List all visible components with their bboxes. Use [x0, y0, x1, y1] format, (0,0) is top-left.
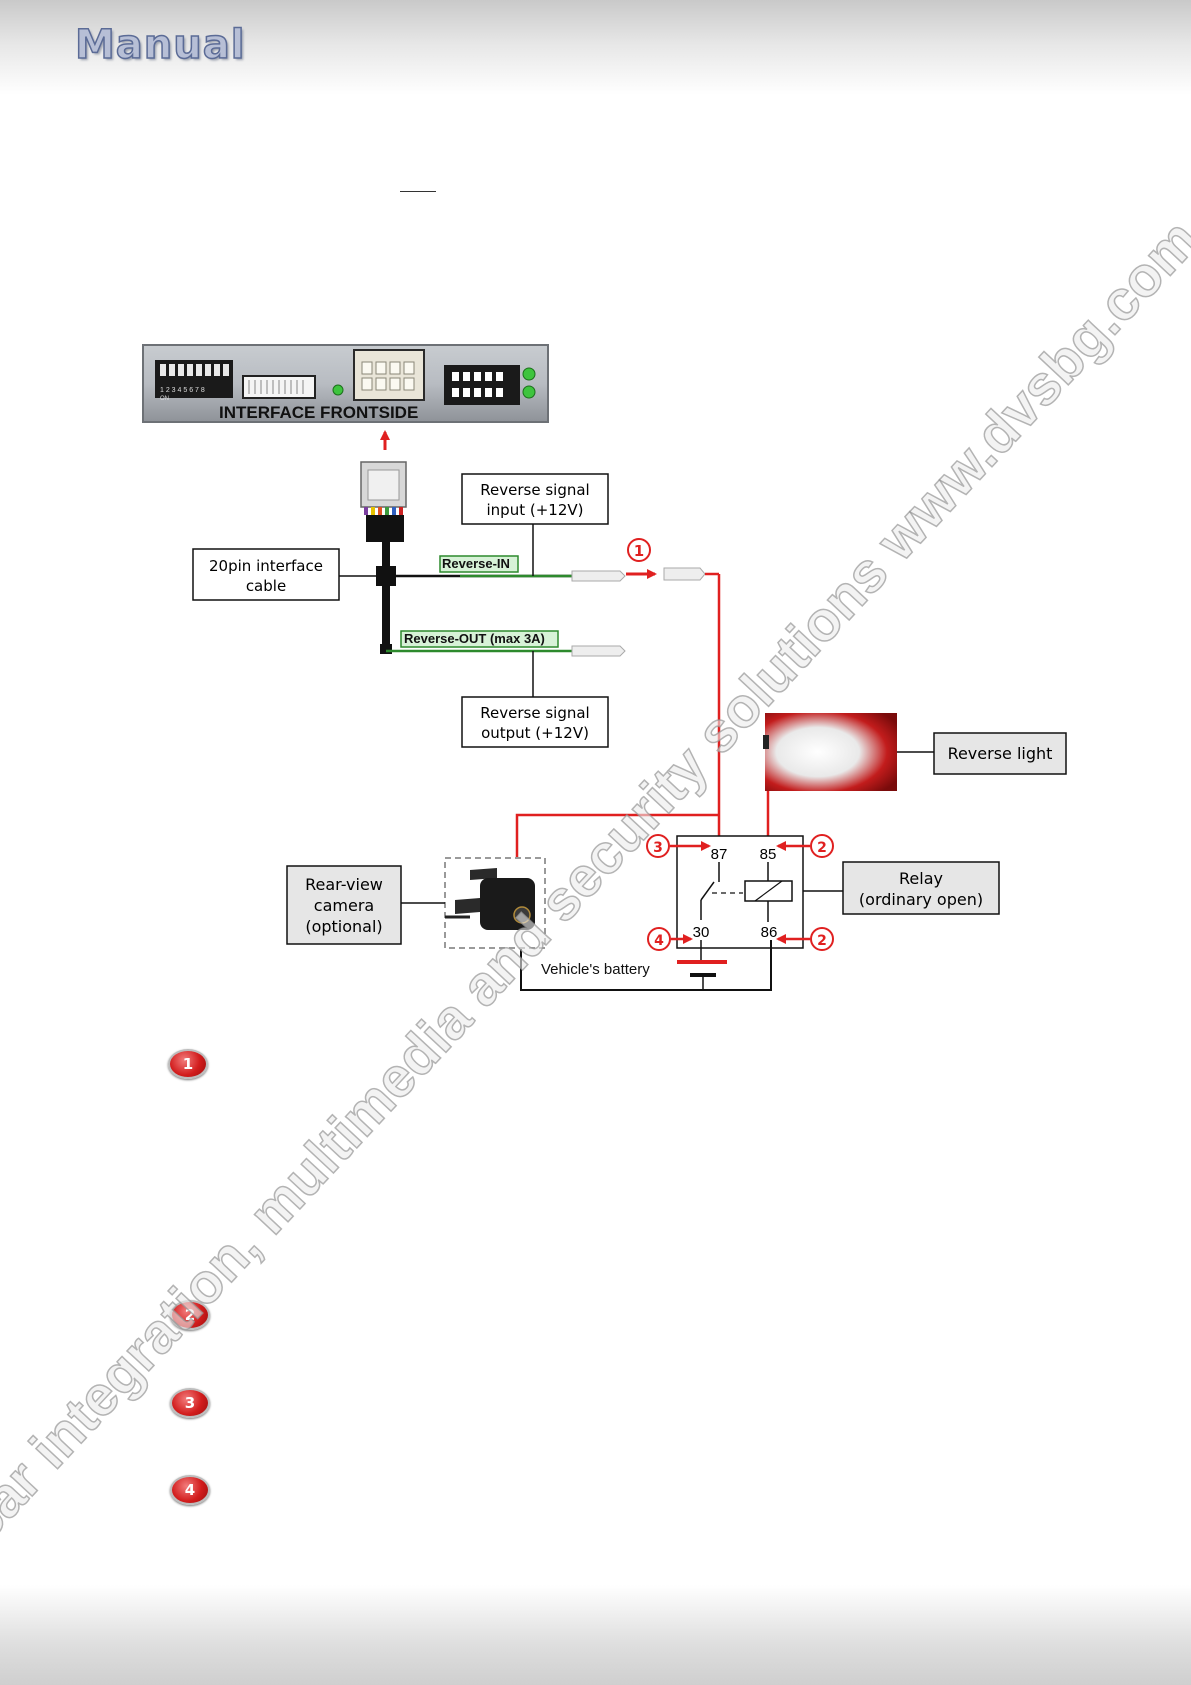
- step-badge-3: 3: [170, 1388, 210, 1418]
- svg-text:87: 87: [711, 846, 728, 863]
- reverse-in-label: Reverse-IN: [442, 556, 510, 571]
- interface-frontside: 1 2 3 4 5 6 7 8 ON INTERFACE FRONTSIDE: [142, 344, 549, 423]
- wiring-diagram: 1 2 3 4 5 6 7 8 ON INTERFACE FRONTSIDE: [142, 344, 1067, 991]
- svg-text:4: 4: [654, 933, 664, 949]
- svg-text:cable: cable: [246, 577, 286, 595]
- reverse-light-image: [763, 713, 897, 791]
- step-badge-1: 1: [168, 1049, 208, 1079]
- svg-text:Rear-view: Rear-view: [305, 875, 383, 894]
- underline-mark: [400, 191, 436, 192]
- svg-text:Reverse signal: Reverse signal: [480, 481, 589, 499]
- dip-switch-on: ON: [160, 396, 169, 402]
- svg-text:20pin interface: 20pin interface: [209, 557, 323, 575]
- box-reverse-signal-input: Reverse signal input (+12V): [461, 473, 609, 525]
- svg-text:2: 2: [817, 933, 827, 949]
- svg-text:(ordinary open): (ordinary open): [859, 890, 983, 909]
- harness-connector: [360, 461, 407, 654]
- svg-text:output (+12V): output (+12V): [481, 724, 589, 742]
- svg-text:Reverse light: Reverse light: [948, 744, 1053, 763]
- marker-2-top: [810, 834, 834, 858]
- page-header: Manual: [0, 0, 1191, 95]
- step-badge-4: 4: [170, 1475, 210, 1505]
- interface-frontside-label: INTERFACE FRONTSIDE: [219, 403, 418, 422]
- battery-circuit: Vehicle's battery: [520, 940, 772, 991]
- svg-text:3: 3: [653, 840, 663, 856]
- reverse-out-label: Reverse-OUT (max 3A): [404, 631, 545, 646]
- reverse-in-terminal: [571, 570, 626, 582]
- dip-switch-numbers: 1 2 3 4 5 6 7 8: [160, 387, 205, 394]
- svg-text:85: 85: [760, 846, 777, 863]
- relay-symbol: 87 85 30 86: [676, 835, 804, 949]
- page-footer: [0, 1585, 1191, 1685]
- marker-2-bottom: [810, 927, 834, 951]
- svg-text:1: 1: [634, 542, 644, 560]
- box-20pin-interface-cable: 20pin interface cable: [192, 548, 340, 601]
- svg-text:2: 2: [817, 840, 827, 856]
- camera-image: [444, 857, 546, 949]
- marker-1: [627, 538, 651, 562]
- svg-text:input (+12V): input (+12V): [487, 501, 584, 519]
- svg-text:camera: camera: [314, 896, 374, 915]
- svg-text:(optional): (optional): [305, 917, 382, 936]
- svg-text:86: 86: [761, 924, 778, 941]
- svg-text:Relay: Relay: [899, 869, 943, 888]
- reverse-light-terminal: [663, 567, 719, 581]
- reverse-out-terminal: [571, 645, 626, 657]
- svg-text:30: 30: [693, 924, 710, 941]
- box-relay: Relay (ordinary open): [842, 861, 1000, 915]
- marker-3: [646, 834, 670, 858]
- manual-title: Manual: [74, 21, 246, 69]
- box-reverse-signal-output: Reverse signal output (+12V): [461, 696, 609, 748]
- svg-text:Reverse signal: Reverse signal: [480, 704, 589, 722]
- step-badge-2: 2: [170, 1300, 210, 1330]
- box-rear-view-camera: Rear-view camera (optional): [286, 865, 402, 945]
- battery-label: Vehicle's battery: [541, 961, 650, 978]
- box-reverse-light: Reverse light: [933, 732, 1067, 775]
- marker-4: [647, 927, 671, 951]
